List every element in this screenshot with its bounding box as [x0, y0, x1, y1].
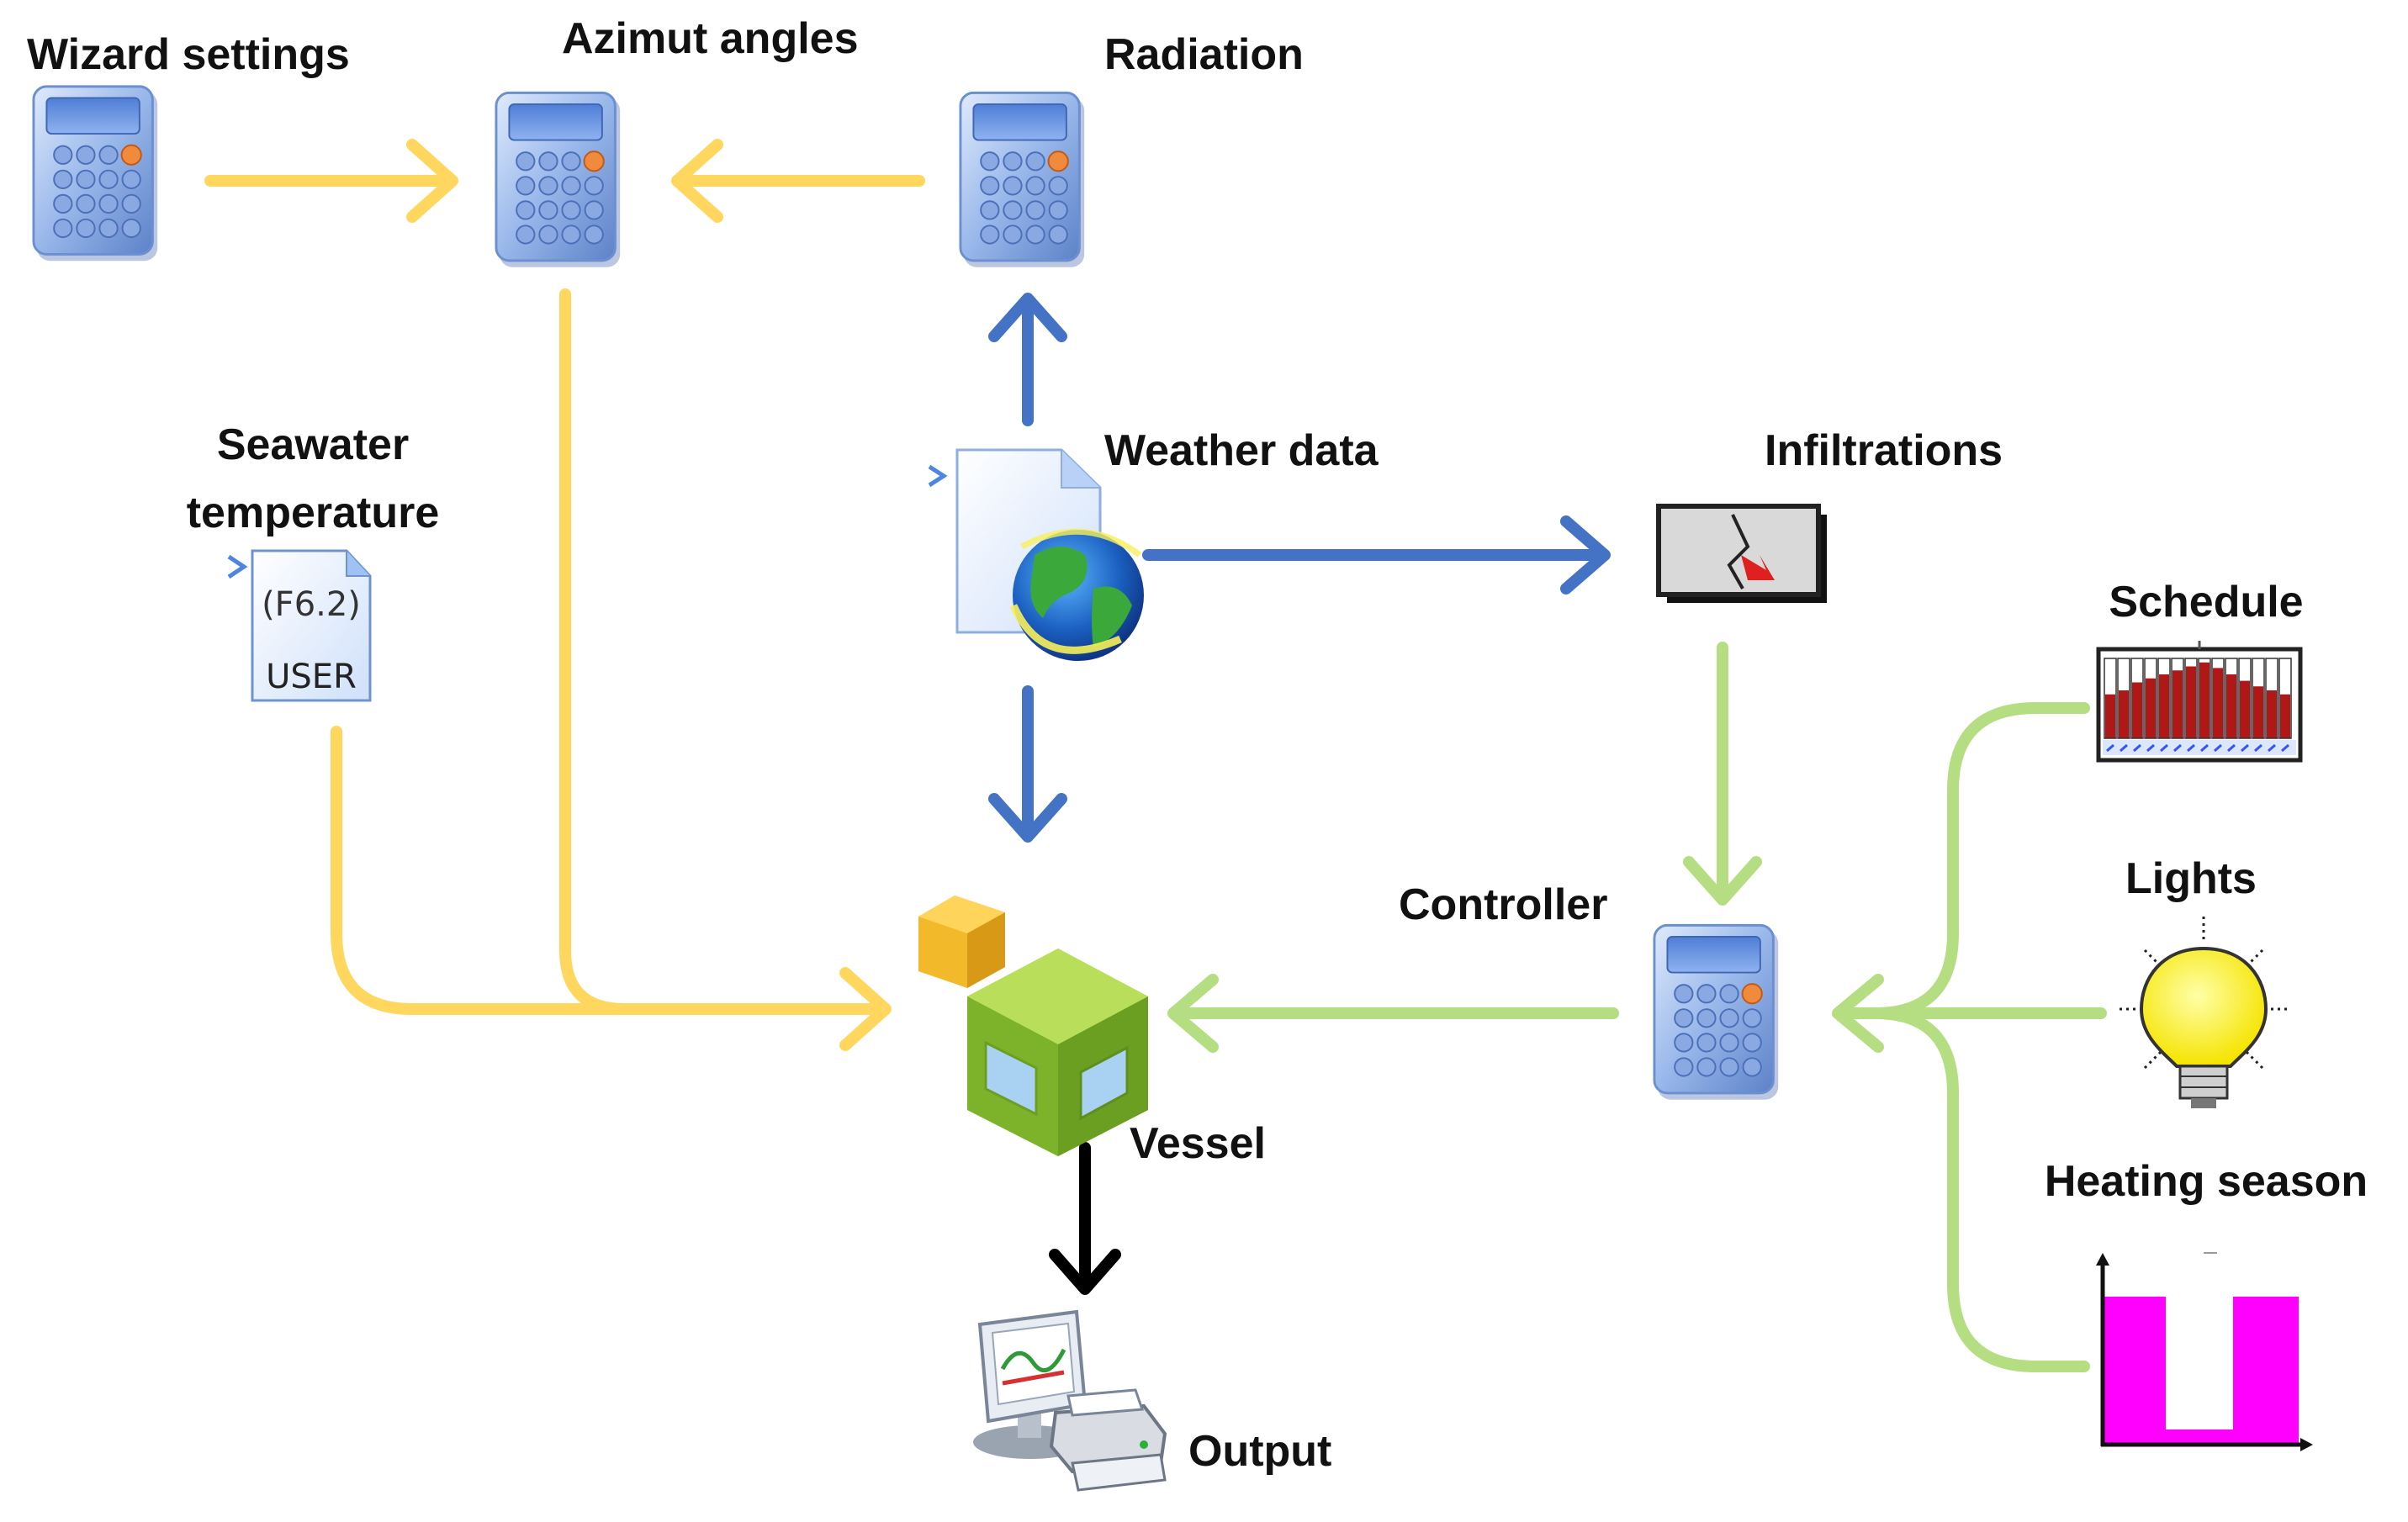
schedule-bar: [2159, 674, 2169, 738]
weather-file-globe-icon: [928, 448, 1144, 661]
schedule-bar: [2199, 662, 2210, 738]
vessel-node[interactable]: [918, 896, 1148, 1156]
heating-season-node[interactable]: [2096, 1252, 2313, 1451]
schedule-bar: [2132, 682, 2142, 738]
schedule-axis-tick: [2133, 743, 2141, 753]
schedule-bar: [2213, 668, 2223, 738]
schedule-bar: [2267, 690, 2277, 738]
schedule-bar: [2172, 670, 2183, 738]
schedule-axis-tick: [2187, 743, 2195, 753]
schedule-axis-tick: [2268, 743, 2276, 753]
lights-label: Lights: [2125, 854, 2257, 903]
light-bulb-icon: [2120, 917, 2288, 1108]
calculator-icon: [32, 85, 159, 262]
calculator-icon: [959, 91, 1086, 269]
arrow-weather-to-infiltrations: [1142, 515, 1611, 595]
controller-node[interactable]: [1653, 923, 1780, 1102]
schedule-bar: [2253, 686, 2263, 738]
schedule-axis-tick: [2120, 743, 2128, 753]
weather-data-label: Weather data: [1104, 426, 1379, 475]
line-schedule-to-controller: [1870, 702, 2090, 1019]
user-file-format-text: (F6.2): [262, 585, 361, 624]
user-file-icon: (F6.2) USER: [227, 549, 372, 702]
line-seawater-to-vessel: [331, 726, 892, 1051]
schedule-bar-outline: [2211, 658, 2225, 739]
arrow-weather-to-vessel: [988, 685, 1067, 843]
vessel-cube-icon: [918, 896, 1148, 1156]
schedule-bar-outline: [2117, 658, 2130, 739]
schedule-chart-icon: [2096, 641, 2303, 763]
printer-monitor-icon: [973, 1309, 1167, 1492]
arrow-wizard-to-azimut: [204, 139, 458, 223]
output-node[interactable]: [973, 1309, 1167, 1492]
schedule-label: Schedule: [2109, 578, 2303, 626]
output-label: Output: [1188, 1427, 1331, 1476]
arrow-weather-to-radiation: [988, 293, 1067, 426]
schedule-bar: [2146, 678, 2156, 738]
radiation-label: Radiation: [1104, 30, 1304, 79]
schedule-axis-tick: [2281, 743, 2289, 753]
schedule-axis-tick: [2146, 743, 2155, 753]
schedule-bar: [2280, 694, 2290, 738]
calculator-icon: [1653, 923, 1780, 1102]
weather-data-node[interactable]: [928, 448, 1144, 661]
schedule-bar-outline: [2238, 658, 2252, 739]
schedule-bar: [2186, 666, 2196, 738]
schedule-bar-outline: [2157, 658, 2171, 739]
wizard-settings-node[interactable]: [32, 85, 159, 262]
seawater-label-line2: temperature: [187, 489, 440, 537]
heating-season-chart-icon: [2096, 1252, 2313, 1451]
blue-flow-lines: [988, 293, 1611, 843]
schedule-bar-outline: [2278, 658, 2292, 739]
schedule-bar-outline: [2265, 658, 2278, 739]
calculator-icon: [495, 91, 622, 269]
infiltrations-label: Infiltrations: [1765, 426, 2003, 475]
seawater-temperature-node[interactable]: (F6.2) USER: [227, 549, 372, 702]
schedule-bar-outline: [2252, 658, 2265, 739]
radiation-node[interactable]: [959, 91, 1086, 269]
schedule-axis-tick: [2227, 743, 2236, 753]
schedule-bar: [2240, 680, 2250, 738]
schedule-axis-tick: [2254, 743, 2262, 753]
schedule-bar: [2226, 674, 2236, 738]
arrow-radiation-to-azimut: [671, 139, 925, 223]
infiltrations-node[interactable]: [1656, 504, 1827, 603]
user-file-user-text: USER: [266, 658, 357, 696]
line-heating-to-controller: [1870, 1007, 2090, 1372]
schedule-axis-tick: [2241, 743, 2249, 753]
arrow-infiltrations-to-controller: [1683, 642, 1762, 906]
schedule-axis-tick: [2106, 743, 2114, 753]
arrow-controller-to-vessel: [1167, 974, 1619, 1053]
azimut-angles-node[interactable]: [495, 91, 622, 269]
schedule-bar-outline: [2171, 658, 2184, 739]
seawater-label-line1: Seawater: [217, 420, 409, 469]
schedule-bar-outline: [2225, 658, 2238, 739]
schedule-node[interactable]: [2096, 641, 2303, 763]
schedule-bar: [2105, 694, 2115, 738]
line-azimut-to-vessel: [559, 288, 881, 1015]
heating-season-label: Heating season: [2045, 1157, 2368, 1206]
azimut-angles-label: Azimut angles: [562, 14, 859, 63]
vessel-label: Vessel: [1130, 1119, 1266, 1168]
schedule-axis-tick: [2200, 743, 2209, 753]
schedule-bar-outline: [2198, 658, 2211, 739]
output-flow-line: [1049, 1142, 1121, 1295]
schedule-bar-outline: [2130, 658, 2144, 739]
schedule-bar: [2119, 690, 2129, 738]
schedule-bar-outline: [2104, 658, 2117, 739]
schedule-bar-outline: [2184, 658, 2198, 739]
schedule-axis-tick: [2160, 743, 2168, 753]
arrow-vessel-to-output: [1049, 1142, 1121, 1295]
schedule-bar-outline: [2144, 658, 2157, 739]
yellow-flow-lines: [204, 139, 925, 1051]
green-flow-lines: [1167, 642, 2107, 1372]
controller-label: Controller: [1399, 880, 1607, 929]
infiltration-icon: [1656, 504, 1827, 603]
schedule-axis-tick: [2173, 743, 2182, 753]
schedule-axis-tick: [2214, 743, 2222, 753]
wizard-settings-label: Wizard settings: [27, 30, 350, 79]
lights-node[interactable]: [2120, 917, 2288, 1108]
